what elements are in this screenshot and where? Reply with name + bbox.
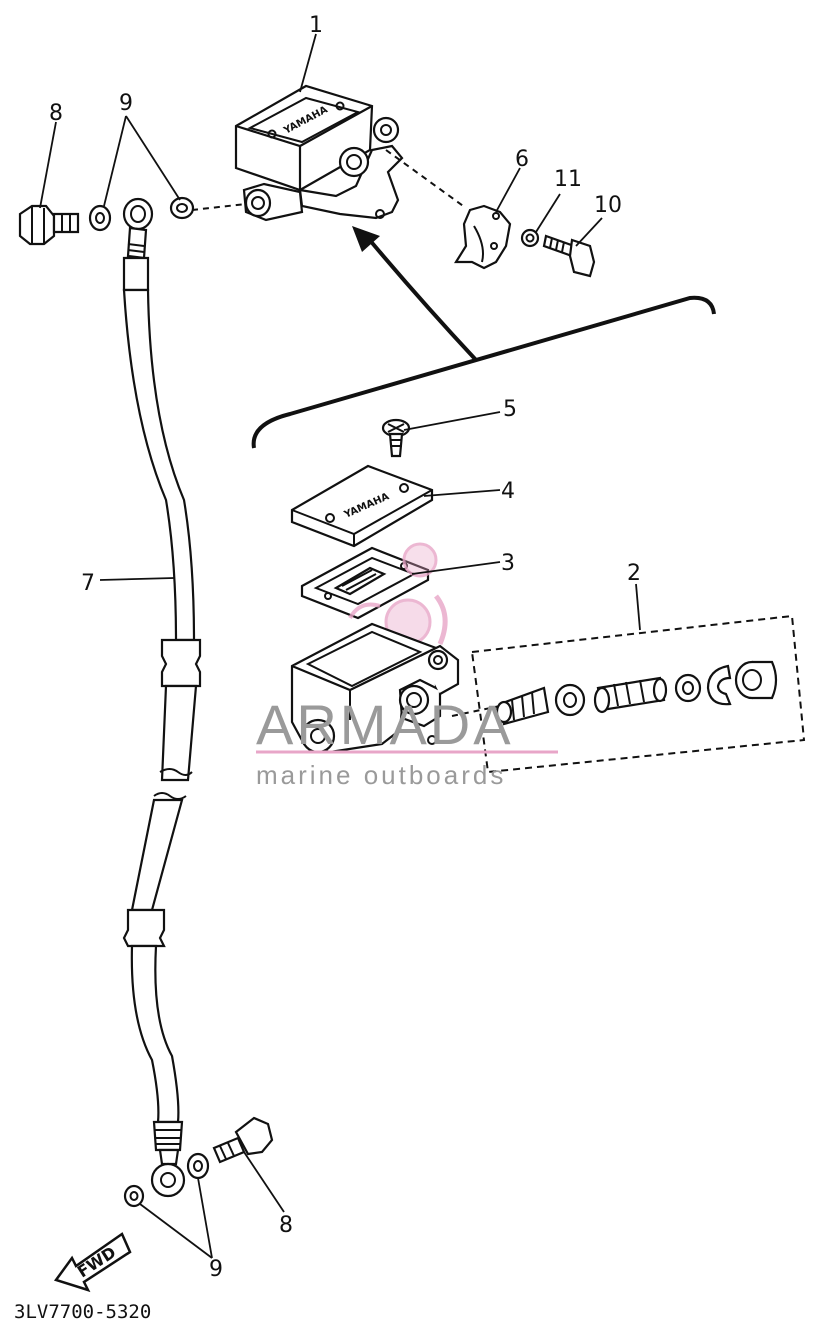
washer-11-part: [520, 228, 540, 248]
piston-kit-part: [470, 614, 806, 774]
master-cylinder-assembly: YAMAHA: [234, 84, 404, 222]
callout-8-top: 8: [49, 101, 63, 126]
diagram-code: 3LV7700-5320: [14, 1301, 151, 1323]
callout-7: 7: [81, 571, 95, 596]
fwd-label: FWD: [74, 1243, 119, 1282]
leader-lines: [39, 33, 641, 1259]
diaphragm-part: [300, 546, 430, 620]
callout-9-top: 9: [119, 91, 133, 116]
callout-1: 1: [309, 13, 323, 38]
callout-6: 6: [515, 147, 529, 172]
callout-5: 5: [503, 397, 517, 422]
screw-5-part: [381, 418, 411, 458]
alignment-dashes: [191, 149, 501, 717]
callout-3: 3: [501, 551, 515, 576]
brake-hose-part: [122, 197, 202, 1198]
callout-2: 2: [627, 561, 641, 586]
reservoir-cap-part: YAMAHA: [290, 464, 434, 548]
union-bolt-8-top: [18, 204, 80, 246]
callout-8-bottom: 8: [279, 1213, 293, 1238]
callout-9-bottom: 9: [209, 1257, 223, 1282]
callout-11: 11: [554, 167, 582, 192]
clamp-holder-part: [454, 204, 512, 270]
watermark-name: ARMADA: [256, 693, 514, 756]
watermark-tagline: marine outboards: [256, 760, 506, 790]
callout-10: 10: [594, 193, 622, 218]
callout-4: 4: [501, 479, 515, 504]
bolt-10-part: [542, 234, 596, 278]
fwd-arrow: FWD: [53, 1232, 132, 1293]
copper-washers-9-top: [88, 196, 195, 232]
detail-sweep: [251, 226, 716, 449]
watermark: ARMADA marine outboards: [256, 693, 558, 790]
union-bolt-8-bottom: [212, 1116, 274, 1164]
master-cylinder-body-detail: [290, 622, 460, 754]
